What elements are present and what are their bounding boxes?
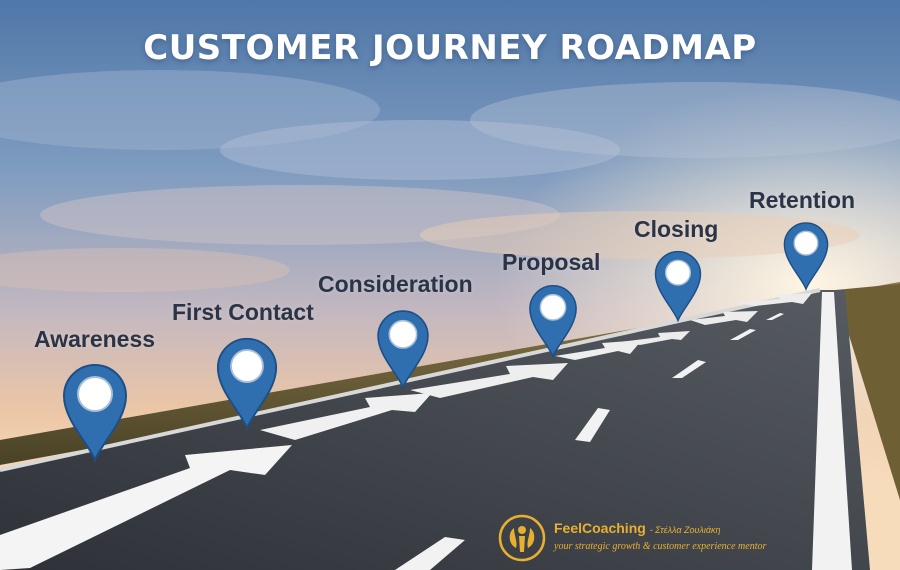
stage-label-awareness: Awareness <box>34 326 156 352</box>
map-pin-icon <box>377 310 429 389</box>
brand-logo: FeelCoaching - Στέλλα Ζουλιάκη your stra… <box>498 514 798 562</box>
feelcoaching-logo-icon <box>498 514 546 562</box>
map-pin-icon <box>783 222 829 291</box>
map-pin-icon <box>62 364 128 462</box>
map-pin-icon <box>654 250 702 322</box>
stage-label-consideration: Consideration <box>318 271 473 297</box>
stage-label-proposal: Proposal <box>502 249 601 275</box>
stage-label-closing: Closing <box>634 216 719 242</box>
map-pin-icon <box>529 285 577 358</box>
stage-label-first-contact: First Contact <box>172 299 314 325</box>
logo-name: FeelCoaching - Στέλλα Ζουλιάκη <box>554 520 721 536</box>
map-pin-icon <box>216 337 278 430</box>
logo-brand-text: FeelCoaching <box>554 520 646 536</box>
logo-author-text: - Στέλλα Ζουλιάκη <box>649 525 721 535</box>
logo-tagline: your strategic growth & customer experie… <box>554 541 767 552</box>
stage-label-retention: Retention <box>749 187 856 213</box>
page-title: CUSTOMER JOURNEY ROADMAP <box>143 28 757 68</box>
